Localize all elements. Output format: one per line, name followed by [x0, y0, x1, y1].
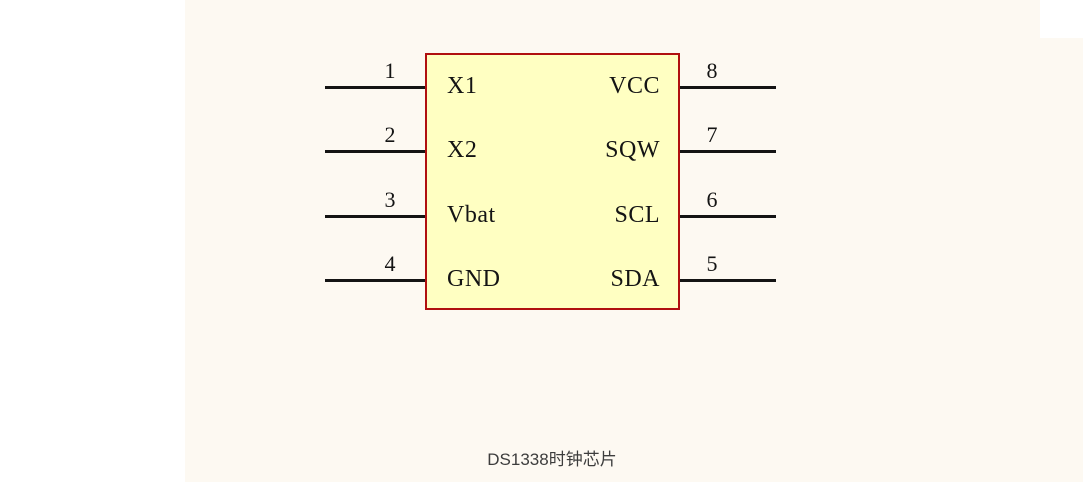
pin-label: SCL: [614, 202, 660, 228]
pin-wire-7: [680, 150, 776, 153]
pin-number: 4: [384, 251, 396, 276]
pin-number: 8: [706, 58, 718, 83]
pin-number: 5: [706, 251, 718, 276]
pin-wire-3: [325, 215, 425, 218]
pin-label: VCC: [609, 73, 660, 99]
pin-wire-4: [325, 279, 425, 282]
pin-label: X2: [447, 137, 478, 163]
diagram-caption: DS1338时钟芯片: [487, 450, 617, 469]
pin-wire-5: [680, 279, 776, 282]
pin-label: Vbat: [447, 202, 496, 228]
pin-wire-2: [325, 150, 425, 153]
pin-wire-6: [680, 215, 776, 218]
chip-body: [425, 53, 680, 310]
pin-label: SDA: [610, 266, 660, 292]
pin-wire-1: [325, 86, 425, 89]
background-corner-patch: [1040, 0, 1083, 38]
pin-number: 1: [384, 58, 396, 83]
pin-label: GND: [447, 266, 501, 292]
pin-wire-8: [680, 86, 776, 89]
pin-label: SQW: [605, 137, 660, 163]
pin-number: 3: [384, 187, 396, 212]
pin-number: 7: [706, 122, 718, 147]
pin-label: X1: [447, 73, 478, 99]
pin-number: 6: [706, 187, 718, 212]
pin-number: 2: [384, 122, 396, 147]
